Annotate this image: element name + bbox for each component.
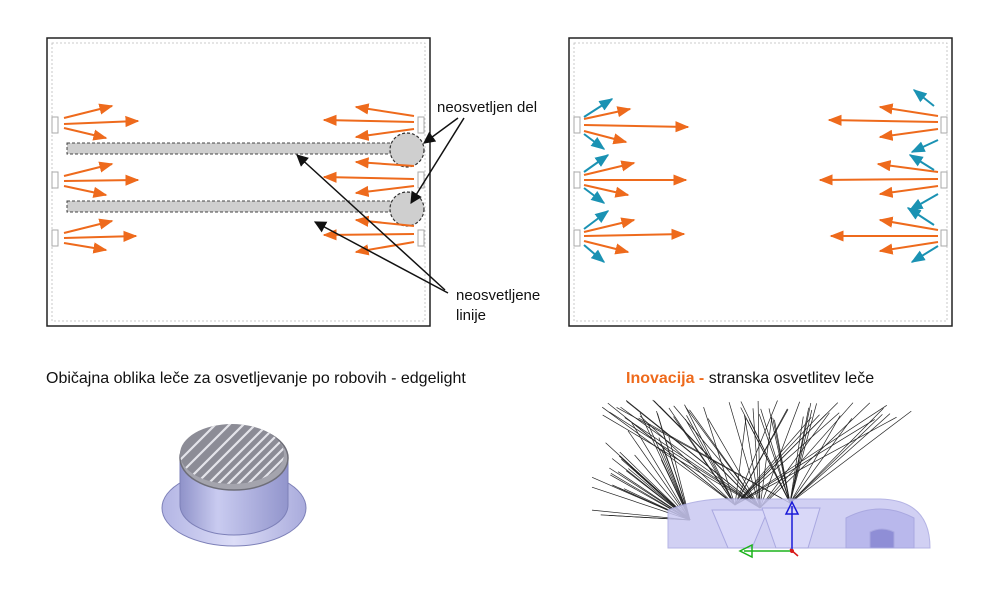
unlit-circle-bottom xyxy=(389,191,425,227)
right-panel xyxy=(568,37,953,327)
axis-triad-icon xyxy=(738,500,800,559)
lens-body xyxy=(667,498,931,549)
light-bar-bottom xyxy=(66,200,393,213)
pointer-lines xyxy=(296,117,465,294)
label-unlit-lines: neosvetljene linije xyxy=(456,287,541,324)
led-slots-left xyxy=(51,116,425,247)
side-arrows-right-orange xyxy=(818,103,939,255)
led-slots-right xyxy=(573,116,948,247)
right-caption-rest: stranska osvetlitev leče xyxy=(704,370,875,387)
left-panel xyxy=(46,37,465,327)
side-lens-raytrace-render xyxy=(591,399,931,559)
right-caption: Inovacija - stranska osvetlitev leče xyxy=(626,369,874,389)
right-caption-highlight: Inovacija - xyxy=(626,370,705,387)
edgelight-lens-render xyxy=(161,424,307,547)
arrows-left-incoming xyxy=(63,103,140,254)
side-arrows-right-teal xyxy=(906,89,939,263)
side-arrows-left-orange xyxy=(583,106,690,255)
side-arrows-left-teal xyxy=(583,98,614,263)
label-unlit-part: neosvetljen del xyxy=(437,99,538,116)
unlit-circle-top xyxy=(389,132,425,168)
left-caption: Običajna oblika leče za osvetljevanje po… xyxy=(46,370,466,387)
light-bar-top xyxy=(66,142,393,155)
